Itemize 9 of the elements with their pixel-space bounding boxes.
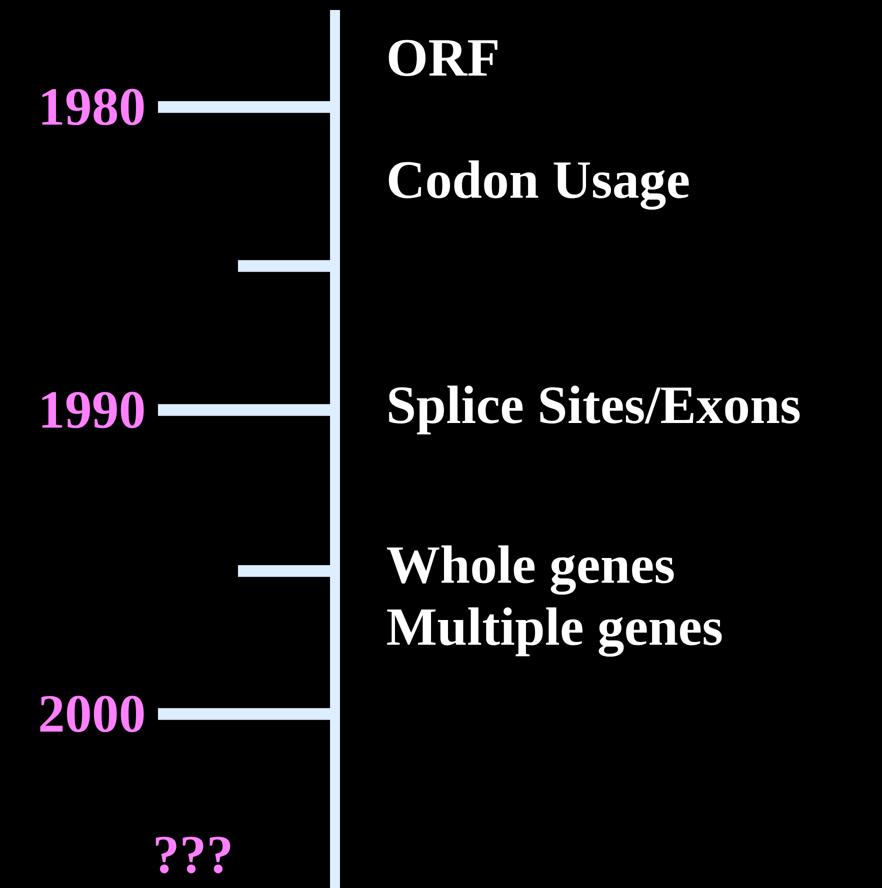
event-label: ORF bbox=[388, 40, 498, 76]
event-label: Splice Sites/Exons bbox=[389, 386, 800, 434]
year-label: ??? bbox=[156, 836, 230, 874]
year-label: 1980 bbox=[42, 88, 144, 126]
event-label: Multiple genes bbox=[387, 607, 722, 657]
year-label: 2000 bbox=[40, 696, 144, 732]
event-label: Whole genes bbox=[387, 545, 674, 595]
year-label: 1990 bbox=[42, 392, 144, 428]
event-label: Codon Usage bbox=[388, 160, 689, 210]
